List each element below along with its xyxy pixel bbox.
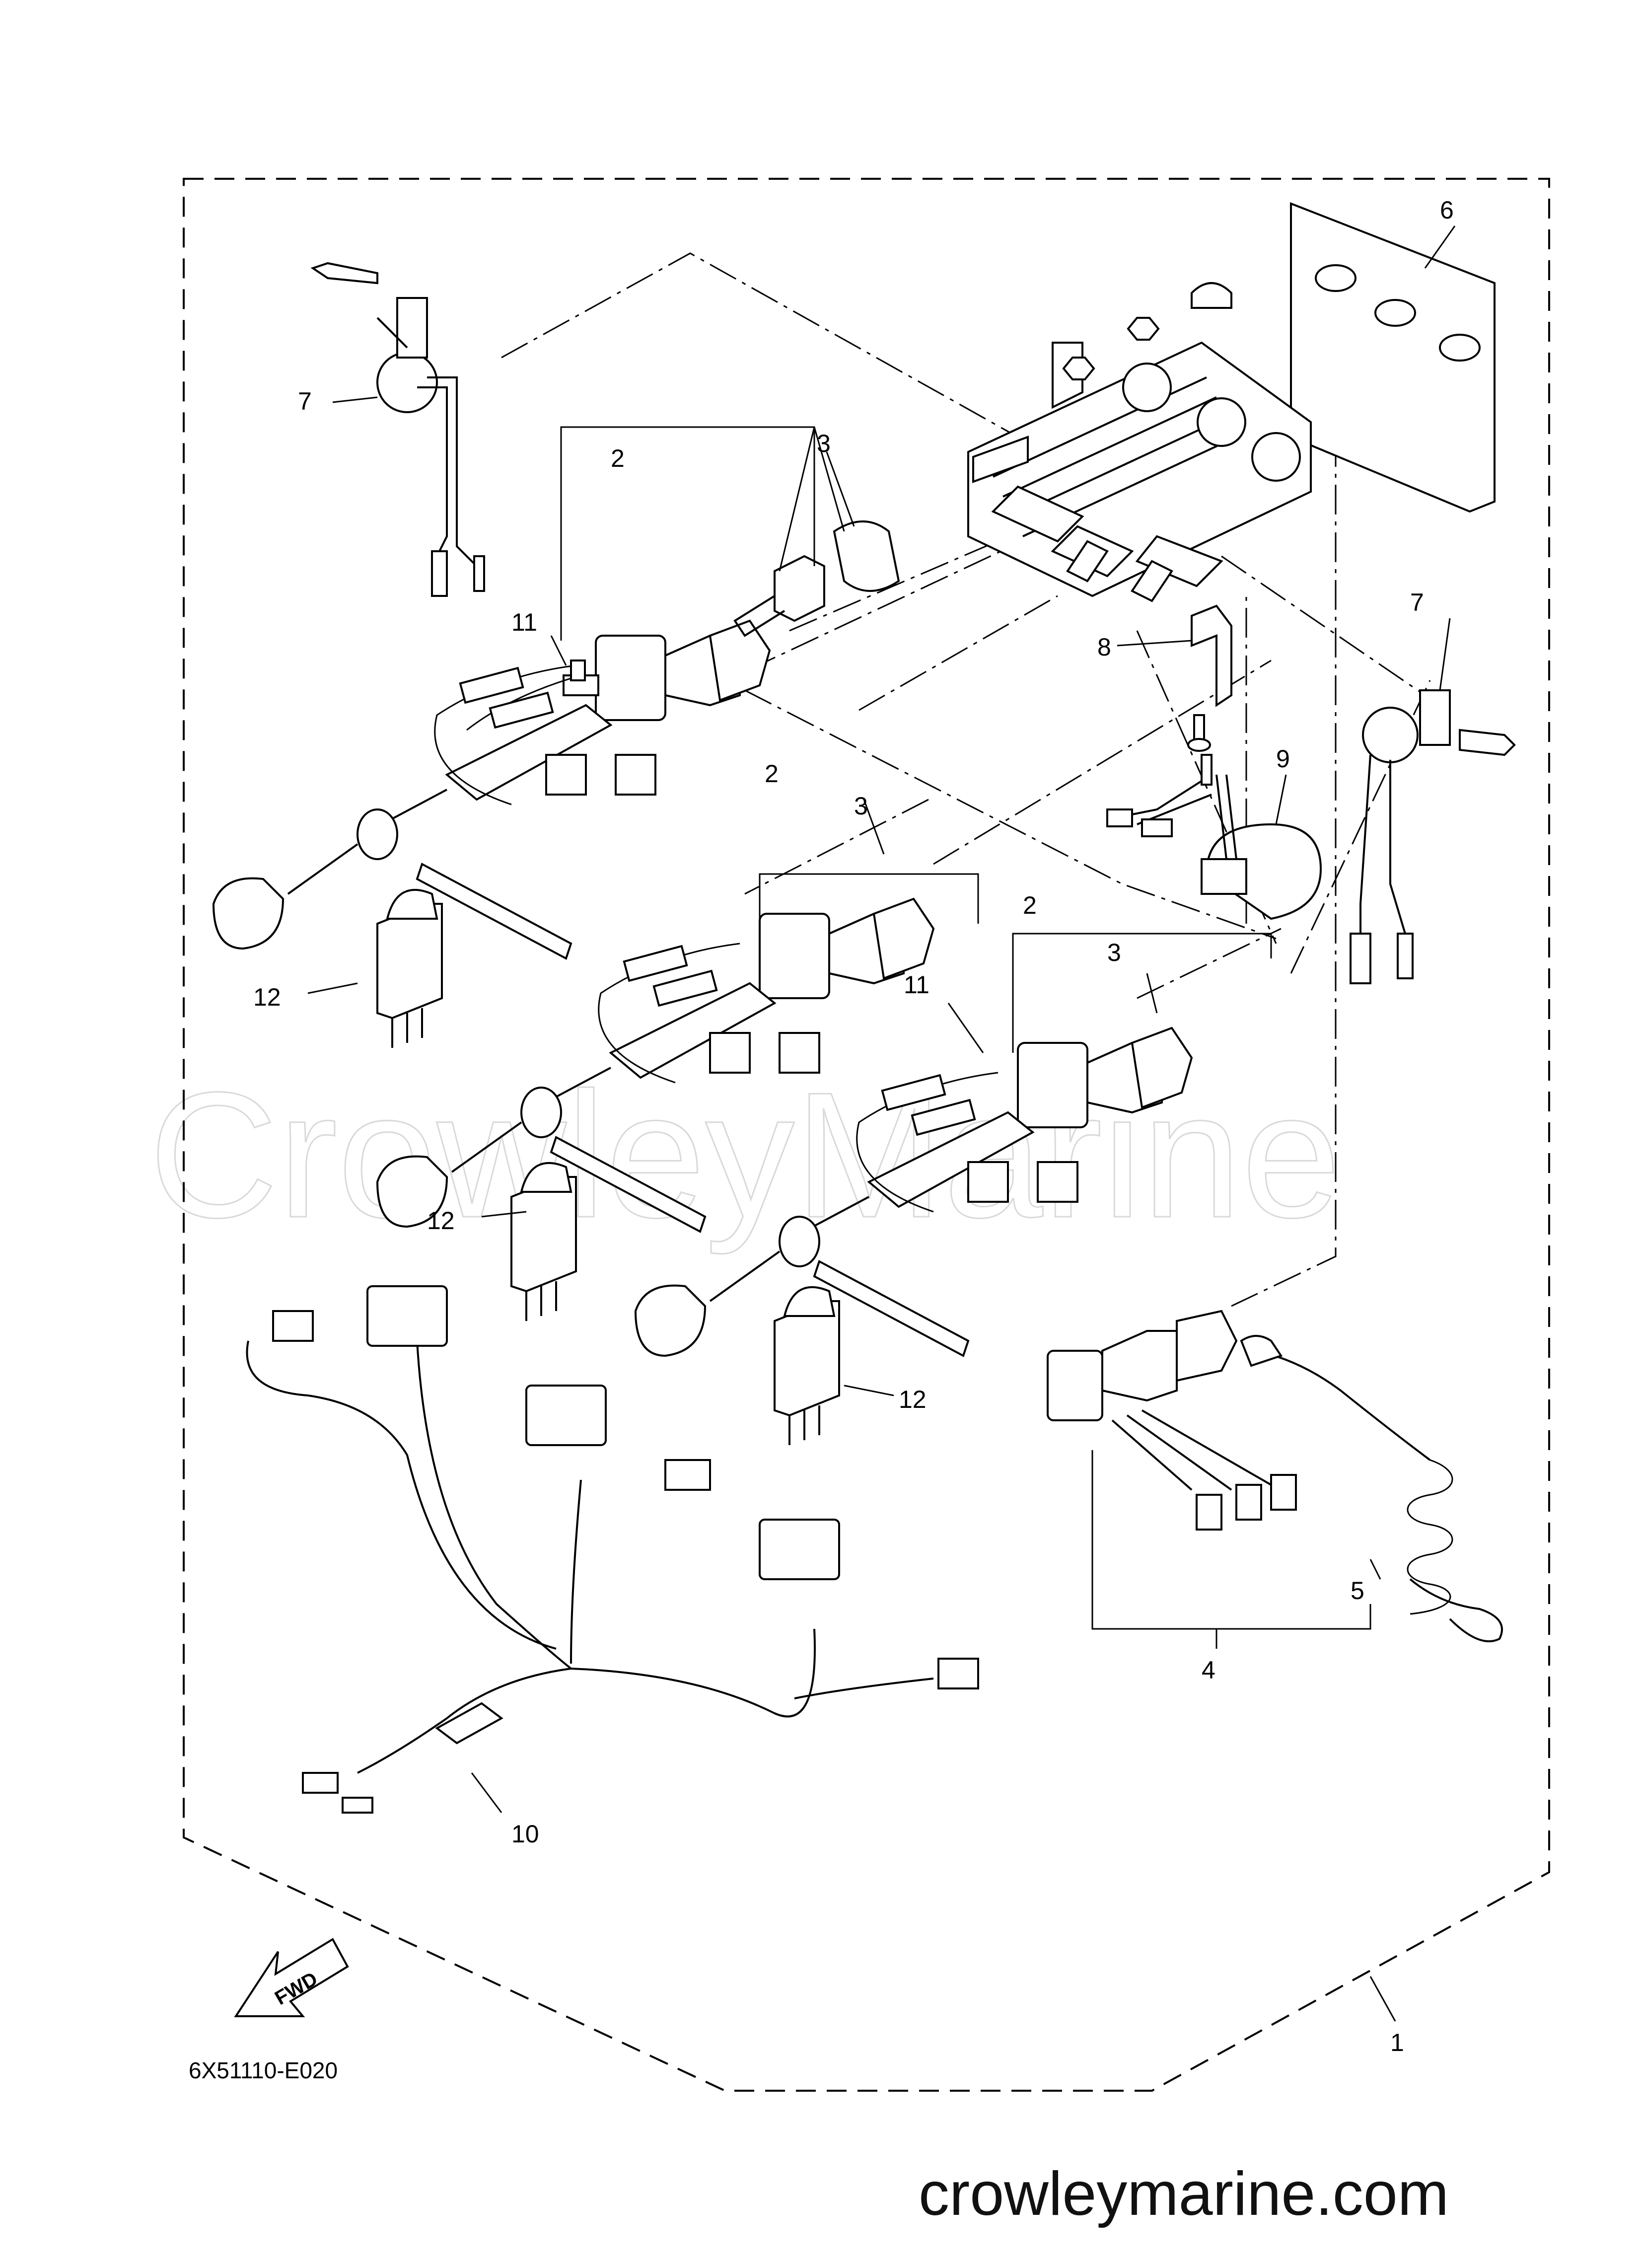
callout-2c: 2: [1023, 891, 1037, 919]
screw-small: [1187, 714, 1211, 752]
lanyard-switch: [1047, 1310, 1503, 1642]
callout-10: 10: [511, 1820, 539, 1848]
assembly-boundary: [183, 178, 1550, 2092]
callout-1: 1: [1390, 2029, 1404, 2056]
clip: [1191, 604, 1232, 707]
callout-12a: 12: [253, 983, 281, 1011]
callout-11b: 11: [904, 971, 929, 999]
callouts: 1 2 2 2 3 3 3 4 5 6 7 7 8 9 10 11 11 12 …: [253, 196, 1454, 2056]
callout-5: 5: [1351, 1577, 1364, 1605]
wiring-harness: [246, 1285, 979, 1814]
callout-7a: 7: [298, 387, 312, 415]
relay-set-3: [774, 1260, 970, 1445]
sensor-left: [310, 262, 485, 597]
relay-set-1: [376, 863, 572, 1048]
switch-harness-middle: [376, 897, 935, 1228]
site-watermark: crowleymarine.com: [919, 2160, 1449, 2228]
leader-lines: [307, 225, 1456, 2022]
callout-8: 8: [1097, 633, 1111, 661]
callout-9: 9: [1276, 745, 1290, 773]
sensor-right: [1350, 689, 1516, 984]
callout-11a: 11: [511, 608, 537, 636]
buzzer: [1106, 754, 1322, 920]
relay-set-2: [510, 1136, 707, 1321]
callout-2a: 2: [611, 444, 625, 472]
callout-3b: 3: [854, 792, 868, 820]
switch-harness-upper: [212, 619, 771, 950]
callout-2b: 2: [765, 760, 779, 788]
key-and-cap: [570, 520, 900, 681]
switch-harness-lower: [634, 1026, 1193, 1357]
callout-3a: 3: [817, 430, 831, 457]
fwd-arrow-icon: FWD: [234, 1938, 349, 2017]
callout-7b: 7: [1410, 588, 1424, 616]
drawing-code: 6X51110-E020: [189, 2057, 338, 2083]
callout-4: 4: [1202, 1656, 1215, 1684]
callout-12b: 12: [427, 1207, 455, 1235]
callout-6: 6: [1440, 196, 1454, 224]
switch-panel-bracket: [967, 282, 1312, 602]
callout-3c: 3: [1107, 939, 1121, 966]
callout-12c: 12: [899, 1386, 927, 1413]
mounting-plate: [1290, 202, 1496, 513]
